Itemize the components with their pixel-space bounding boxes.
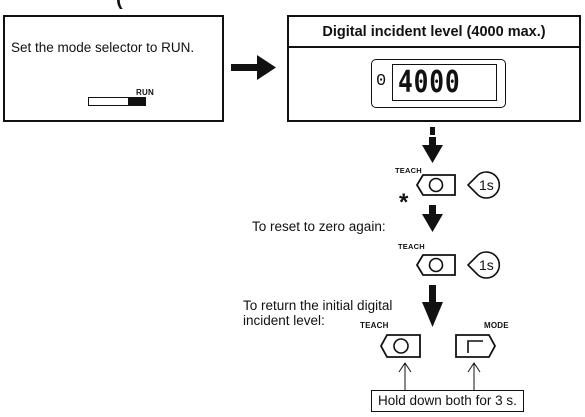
digital-display: 0 4000 — [371, 59, 506, 108]
teach-button-icon — [379, 334, 421, 358]
down-arrow-icon — [422, 127, 443, 163]
panel-title-bar: Digital incident level (4000 max.) — [289, 17, 579, 48]
mode-selector-switch[interactable] — [88, 97, 146, 106]
reset-instruction: To reset to zero again: — [252, 219, 386, 234]
hold-time-label: 1s — [479, 257, 494, 273]
teach-label: TEACH — [395, 166, 422, 175]
down-arrow-icon — [422, 205, 443, 232]
teach-label: TEACH — [398, 242, 425, 251]
teach-label: TEACH — [360, 321, 389, 330]
hold-time-label: 1s — [479, 177, 494, 193]
incident-level-panel: Digital incident level (4000 max.) 0 400… — [287, 15, 581, 122]
run-label: RUN — [136, 88, 154, 97]
hold-note: Hold down both for 3 s. — [371, 390, 524, 412]
header-fragment: ( — [116, 0, 123, 11]
return-instruction-line2: incident level: — [243, 313, 325, 328]
switch-knob — [128, 98, 145, 105]
teach-button-icon — [415, 254, 456, 276]
display-inner — [392, 64, 497, 101]
instruction-text: Set the mode selector to RUN. — [11, 40, 195, 55]
up-arrow-icon — [467, 362, 481, 390]
mode-label: MODE — [484, 321, 509, 330]
panel-title: Digital incident level (4000 max.) — [322, 23, 546, 40]
mode-selector-panel: Set the mode selector to RUN. RUN — [3, 15, 224, 122]
display-value: 4000 — [398, 65, 461, 100]
down-arrow-icon — [422, 285, 443, 327]
mode-button-icon — [455, 334, 497, 358]
right-arrow-icon — [231, 55, 276, 80]
asterisk-mark: * — [399, 189, 409, 216]
teach-button-icon — [415, 174, 456, 196]
return-instruction-line1: To return the initial digital — [243, 298, 393, 313]
up-arrow-icon — [398, 362, 412, 390]
press-duration-icon — [466, 171, 501, 199]
press-duration-icon — [466, 251, 501, 279]
display-prefix: 0 — [376, 72, 387, 91]
